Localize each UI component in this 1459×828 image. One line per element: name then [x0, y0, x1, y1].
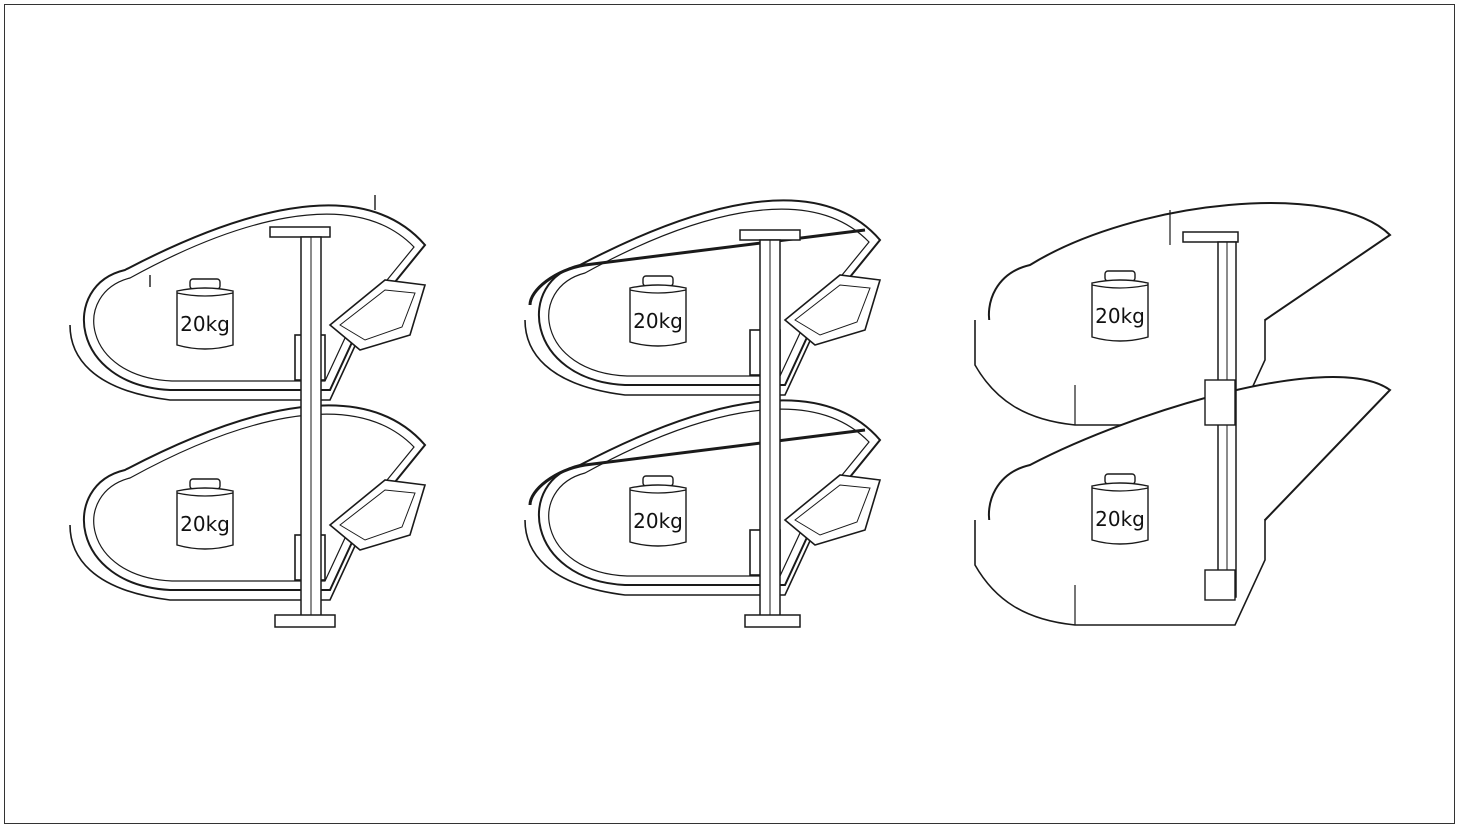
- bottom-shelf: 20kg: [974, 376, 1392, 626]
- weight-icon: 20kg: [1091, 270, 1149, 342]
- weight-label: 20kg: [633, 509, 683, 533]
- top-shelf: 20kg: [974, 202, 1392, 426]
- weight-label: 20kg: [633, 309, 683, 333]
- weight-icon: 20kg: [176, 278, 234, 350]
- weight-label: 20kg: [180, 512, 230, 536]
- weight-label: 20kg: [1095, 507, 1145, 531]
- figure-wire-rim-basket: 20kg 20kg: [69, 195, 426, 628]
- weight-label: 20kg: [1095, 304, 1145, 328]
- figure-double-rail-basket: 20kg 20kg: [524, 199, 881, 628]
- top-shelf: 20kg: [69, 195, 426, 401]
- weight-label: 20kg: [180, 312, 230, 336]
- bottom-shelf: 20kg: [524, 399, 881, 596]
- weight-icon: 20kg: [1091, 473, 1149, 545]
- support-column: [739, 229, 801, 628]
- weight-icon: 20kg: [629, 475, 687, 547]
- top-shelf: 20kg: [524, 199, 881, 396]
- bottom-shelf: 20kg: [69, 404, 426, 601]
- figure-solid-rim-basket: 20kg 20kg: [974, 202, 1392, 626]
- weight-icon: 20kg: [629, 275, 687, 347]
- support-column: [1182, 231, 1239, 601]
- support-column: [269, 226, 336, 628]
- weight-icon: 20kg: [176, 478, 234, 550]
